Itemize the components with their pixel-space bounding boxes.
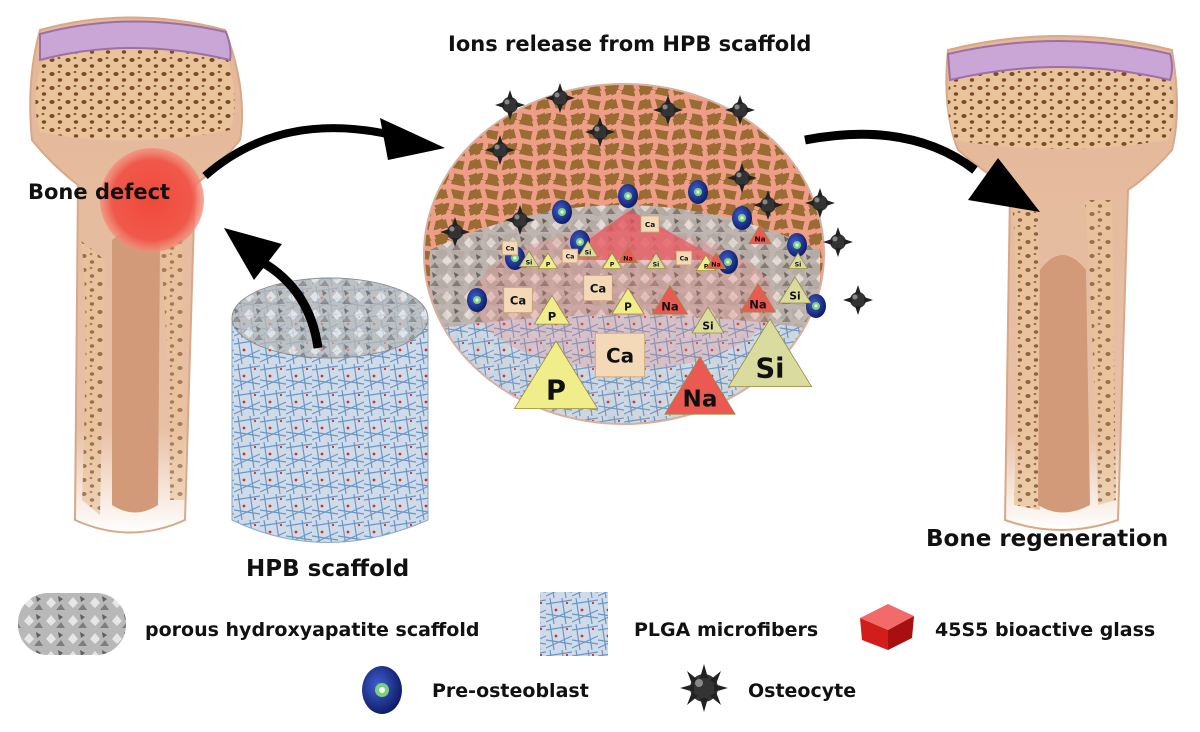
ion-si-label: Si xyxy=(526,260,533,267)
ion-si-label: Si xyxy=(702,321,713,333)
legend-preosteoblast-icon xyxy=(362,666,402,714)
arrow-scaffold-to-defect xyxy=(224,228,323,349)
osteocyte-cell xyxy=(805,188,835,218)
ion-na: Na xyxy=(664,356,736,415)
ion-na-label: Na xyxy=(754,234,765,243)
ion-si-label: Si xyxy=(795,262,802,269)
arrow-defect-to-oval xyxy=(202,118,445,180)
ion-na-label: Na xyxy=(711,262,721,269)
legend-preosteoblast-label: Pre-osteoblast xyxy=(432,680,589,702)
ion-p: P xyxy=(611,287,645,315)
ion-ca-label: Ca xyxy=(645,220,655,229)
bone-defect-region xyxy=(100,148,204,252)
ion-si-label: Si xyxy=(585,250,592,257)
osteocyte-cell xyxy=(753,190,783,220)
ion-ca: Ca xyxy=(594,332,646,378)
ion-ca: Ca xyxy=(675,250,693,266)
osteocyte-cell xyxy=(843,285,873,315)
ion-ca-label: Ca xyxy=(510,293,526,307)
ion-ca-label: Ca xyxy=(590,281,606,295)
ion-ca: Ca xyxy=(640,215,660,233)
osteocyte-cell xyxy=(653,95,683,125)
ion-p-label: P xyxy=(610,262,615,269)
ion-p: P xyxy=(533,294,571,325)
osteocyte-cell xyxy=(440,217,470,247)
ion-p-label: P xyxy=(546,262,551,269)
ion-p-label: P xyxy=(546,376,566,407)
osteocyte-cell xyxy=(725,95,755,125)
osteocyte-cell xyxy=(495,90,525,120)
osteocyte-cell xyxy=(545,83,575,113)
legend-plga-label: PLGA microfibers xyxy=(634,619,819,641)
ion-na: Na xyxy=(651,284,689,315)
preosteoblast-cell xyxy=(688,180,708,204)
hpb-scaffold-label: HPB scaffold xyxy=(246,556,410,582)
osteocyte-cell xyxy=(585,117,615,147)
bone-regeneration-label: Bone regeneration xyxy=(926,526,1169,552)
ion-ca-label: Ca xyxy=(606,344,634,368)
ion-si: Si xyxy=(778,276,812,304)
osteocyte-cell xyxy=(727,163,757,193)
preosteoblast-cell xyxy=(552,200,572,224)
right-bone xyxy=(945,35,1178,531)
ion-ca-label: Ca xyxy=(680,255,689,262)
legend-osteocyte-icon xyxy=(680,664,728,712)
ion-ca: Ca xyxy=(503,286,533,314)
ion-si-label: Si xyxy=(789,291,800,303)
ion-si-label: Si xyxy=(755,354,784,385)
left-bone xyxy=(29,16,244,534)
preosteoblast-cell xyxy=(806,294,826,318)
ion-ca-label: Ca xyxy=(506,245,515,252)
ion-p-label: P xyxy=(624,302,632,314)
legend-hydroxyapatite-icon xyxy=(18,593,126,655)
preosteoblast-cell xyxy=(618,184,638,208)
osteocyte-cell xyxy=(823,227,853,257)
ion-si: Si xyxy=(691,306,725,334)
ion-na-label: Na xyxy=(683,387,718,413)
ion-si: Si xyxy=(727,318,813,387)
ion-na-label: Na xyxy=(623,256,633,263)
arrow-oval-to-regeneration xyxy=(804,129,1040,212)
ion-si: Si xyxy=(577,240,599,257)
osteocyte-cell xyxy=(505,205,535,235)
ion-p-label: P xyxy=(548,309,556,323)
ion-na: Na xyxy=(748,224,772,245)
legend-plga-icon xyxy=(540,592,608,656)
legend-bioglass-label: 45S5 bioactive glass xyxy=(935,619,1156,641)
ion-si: Si xyxy=(518,250,540,267)
ion-p: P xyxy=(513,340,599,409)
ion-na: Na xyxy=(617,246,639,263)
diagram-title: Ions release from HPB scaffold xyxy=(448,32,812,56)
preosteoblast-cell xyxy=(787,233,807,257)
preosteoblast-cell xyxy=(467,288,487,312)
cells-layer xyxy=(440,83,873,318)
ion-p-label: P xyxy=(704,264,709,271)
preosteoblast-cell xyxy=(732,206,752,230)
osteocyte-cell xyxy=(485,135,515,165)
ion-p: P xyxy=(537,252,559,269)
ion-ca: Ca xyxy=(561,248,579,264)
ion-ca: Ca xyxy=(501,240,519,256)
ion-na-label: Na xyxy=(661,299,678,313)
ion-na-label: Na xyxy=(749,297,766,311)
legend-hydroxyapatite-label: porous hydroxyapatite scaffold xyxy=(145,619,480,641)
hpb-scaffold-cylinder xyxy=(231,277,429,543)
ion-si-label: Si xyxy=(653,262,660,269)
legend-bioglass-icon xyxy=(860,604,914,650)
ion-ca: Ca xyxy=(583,274,613,302)
ion-p: P xyxy=(601,252,623,269)
ion-ca-label: Ca xyxy=(566,253,575,260)
ion-na: Na xyxy=(705,252,727,269)
ion-si: Si xyxy=(645,252,667,269)
ion-si: Si xyxy=(787,252,809,269)
bone-defect-label: Bone defect xyxy=(28,180,171,204)
legend-osteocyte-label: Osteocyte xyxy=(748,680,857,702)
ion-na: Na xyxy=(739,282,777,313)
